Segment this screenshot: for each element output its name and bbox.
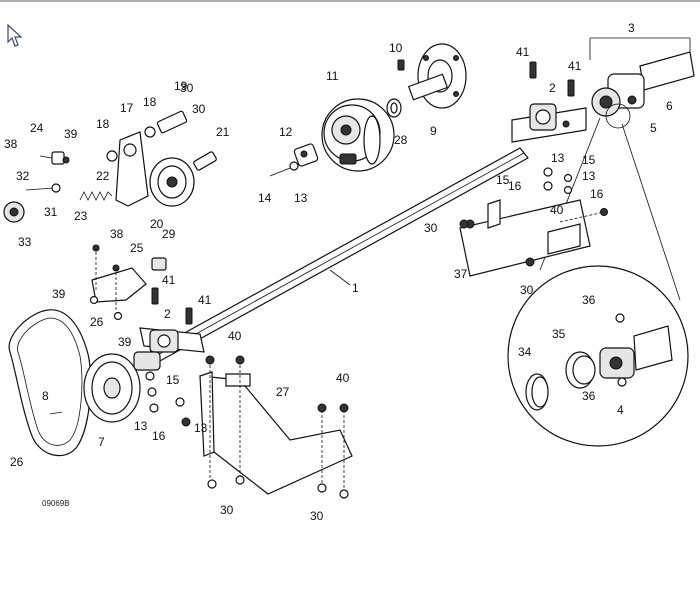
callout-10: 10: [389, 41, 403, 55]
left-frame-bracket: [199, 355, 353, 499]
callout-25: 25: [130, 241, 144, 255]
callout-18b: 18: [96, 117, 110, 131]
clutch-anti-rotation-bracket: [269, 143, 319, 177]
callout-9: 9: [430, 124, 437, 138]
callout-41c: 41: [162, 273, 176, 287]
callout-15c: 15: [166, 373, 180, 387]
callout-13e: 13: [194, 421, 208, 435]
callout-38a: 38: [4, 137, 18, 151]
callout-3: 3: [628, 21, 635, 35]
left-hardware: [3, 155, 70, 223]
callout-1: 1: [352, 281, 359, 295]
callout-13d: 13: [134, 419, 148, 433]
drive-pulley: [83, 351, 191, 427]
callout-40c: 40: [336, 371, 350, 385]
callout-33: 33: [18, 235, 32, 249]
callout-17: 17: [120, 101, 134, 115]
arrow-cursor-icon: [7, 24, 23, 47]
callout-36b: 36: [582, 389, 596, 403]
idler-arm-assembly: [51, 110, 217, 207]
right-frame-bracket: [459, 167, 608, 277]
callout-16c: 16: [152, 429, 166, 443]
callout-30c: 30: [192, 102, 206, 116]
callout-32: 32: [16, 169, 30, 183]
callout-40a: 40: [550, 203, 564, 217]
electric-clutch: [321, 98, 395, 172]
callout-41b: 41: [568, 59, 582, 73]
callout-5: 5: [650, 121, 657, 135]
ujoint-detail-magnifier: [507, 117, 689, 447]
callout-22: 22: [96, 169, 110, 183]
callout-30b: 30: [520, 283, 534, 297]
callout-39a: 39: [64, 127, 78, 141]
callout-38b: 38: [110, 227, 124, 241]
callout-41a: 41: [516, 45, 530, 59]
callout-18a: 18: [143, 95, 157, 109]
callout-39b: 39: [52, 287, 66, 301]
callout-30f: 30: [180, 81, 194, 95]
callout-13a: 13: [294, 191, 308, 205]
bearing-upper-right: [511, 103, 587, 143]
window-top-border: [0, 0, 700, 2]
callout-26b: 26: [10, 455, 24, 469]
callout-11: 11: [326, 69, 339, 83]
bearing-lower-left: [139, 327, 205, 353]
callout-13b: 13: [551, 151, 565, 165]
clutch-hub: [386, 43, 467, 118]
callout-14: 14: [258, 191, 272, 205]
callout-30d: 30: [220, 503, 234, 517]
part-callouts: 1 2 2 3 4 5 6 7 8 9 10 11 12 13 13 13 13…: [4, 21, 673, 523]
callout-16b: 16: [590, 187, 604, 201]
callout-30e: 30: [310, 509, 324, 523]
callout-15a: 15: [582, 153, 596, 167]
belt-guide-bracket: [89, 244, 167, 321]
drawing-code: 09069B: [42, 499, 70, 508]
callout-7: 7: [98, 435, 105, 449]
callout-2b: 2: [164, 307, 171, 321]
callout-4: 4: [617, 403, 624, 417]
driveshaft-assembly: [589, 37, 695, 129]
callout-21: 21: [216, 125, 230, 139]
callout-15b: 15: [496, 173, 510, 187]
callout-20: 20: [150, 217, 164, 231]
callout-23: 23: [74, 209, 88, 223]
callout-6: 6: [666, 99, 673, 113]
callout-24: 24: [30, 121, 44, 135]
callout-39c: 39: [118, 335, 132, 349]
callout-31: 31: [44, 205, 58, 219]
callout-27: 27: [276, 385, 290, 399]
callout-34: 34: [518, 345, 532, 359]
callout-26a: 26: [90, 315, 104, 329]
callout-30a: 30: [424, 221, 438, 235]
callout-36a: 36: [582, 293, 596, 307]
callout-29: 29: [162, 227, 176, 241]
callout-19: 19: [174, 79, 188, 93]
callout-28: 28: [394, 133, 408, 147]
callout-12: 12: [279, 125, 293, 139]
callout-40b: 40: [228, 329, 242, 343]
callout-35: 35: [552, 327, 566, 341]
callout-13c: 13: [582, 169, 596, 183]
callout-41d: 41: [198, 293, 212, 307]
callout-16a: 16: [508, 179, 522, 193]
drive-belt: [8, 309, 92, 457]
callout-2a: 2: [549, 81, 556, 95]
callout-37: 37: [454, 267, 468, 281]
callout-8: 8: [42, 389, 49, 403]
upper-bolts: [151, 59, 575, 325]
